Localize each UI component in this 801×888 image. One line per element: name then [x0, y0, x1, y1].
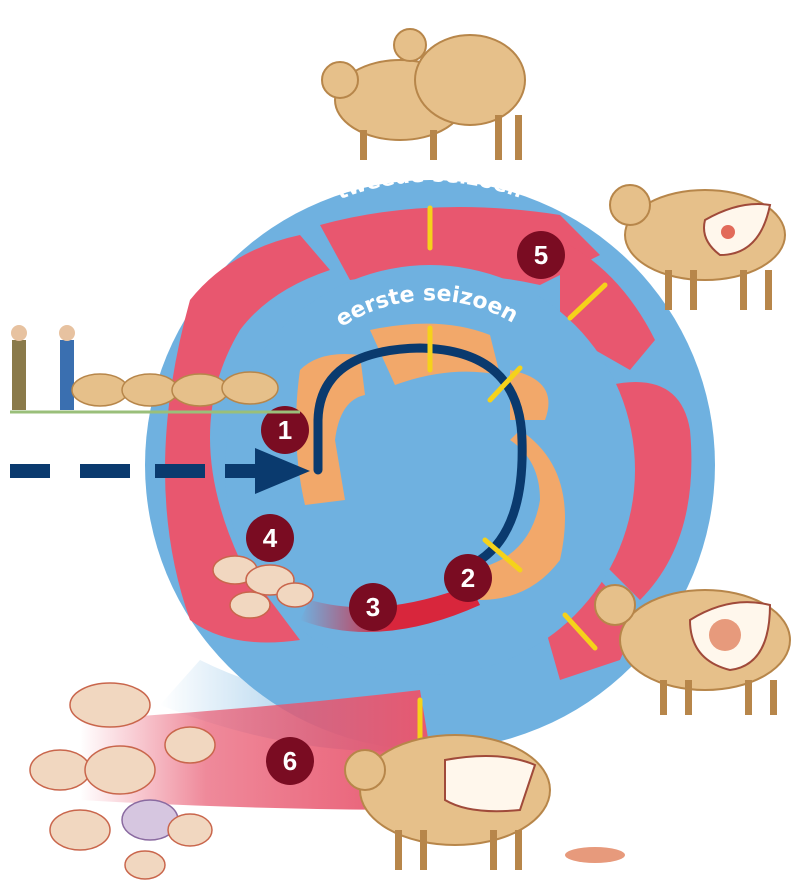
orange-band-top [370, 323, 500, 385]
mating-sheep-illustration [321, 28, 526, 160]
lambing-sheep-illustration [344, 734, 625, 870]
step-badge-3: 3 [349, 583, 397, 631]
navy-spiral-arrow [313, 343, 527, 565]
pink-band-segment-right [600, 382, 692, 600]
svg-text:1: 1 [278, 415, 292, 445]
lambs-group-step6 [29, 682, 216, 880]
marker-lowerright-inner [482, 537, 523, 573]
svg-text:3: 3 [366, 592, 380, 622]
svg-text:6: 6 [283, 746, 297, 776]
orange-band-left [296, 354, 365, 505]
yellow-markers [417, 205, 608, 743]
orange-band-lowerright [470, 430, 565, 600]
pregnant-sheep-late-illustration [594, 584, 791, 715]
step-badge-2: 2 [444, 554, 492, 602]
farmers-buying-sheep-illustration [10, 325, 300, 414]
marker-topright-outer [567, 282, 608, 321]
step-badge-1: 1 [261, 406, 309, 454]
step-badge-5: 5 [517, 231, 565, 279]
step-badge-4: 4 [246, 514, 294, 562]
svg-text:5: 5 [534, 240, 548, 270]
marker-right-outer [562, 612, 598, 651]
svg-text:4: 4 [263, 523, 278, 553]
pregnant-sheep-early-illustration [609, 184, 786, 310]
pink-band-segment-left [165, 235, 330, 643]
marker-topright-inner [487, 365, 523, 403]
svg-text:2: 2 [461, 563, 475, 593]
step-badge-6: 6 [266, 737, 314, 785]
lambs-group-step4 [212, 555, 314, 619]
dashed-entry-arrow [10, 448, 310, 494]
